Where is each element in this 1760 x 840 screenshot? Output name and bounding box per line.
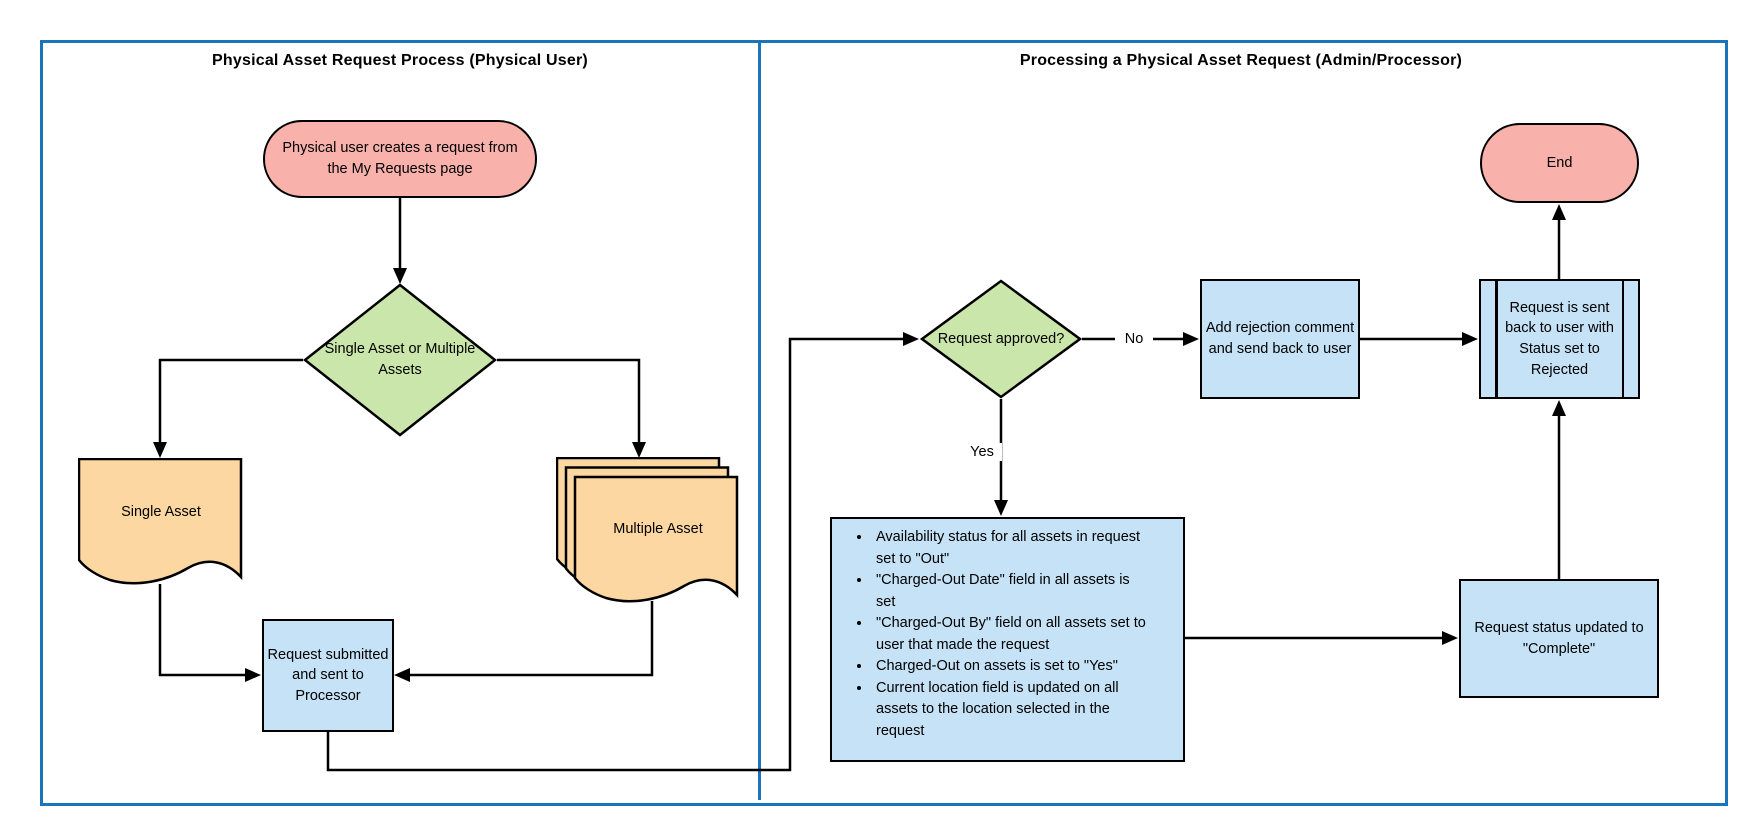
- approved-actions-process: Availability status for all assets in re…: [830, 517, 1185, 762]
- document-shape: [78, 458, 243, 585]
- predefined-right-bar: [1621, 281, 1624, 397]
- decision-diamond: [920, 279, 1082, 399]
- arrowhead: [245, 668, 261, 682]
- action-item: Current location field is updated on all…: [872, 678, 1153, 743]
- action-item: "Charged-Out Date" field in all assets i…: [872, 570, 1153, 613]
- swimlane-frame: [40, 40, 1728, 806]
- edge-decision-to-multiple: [497, 358, 641, 444]
- submit-process: Request submitted and sent to Processor: [262, 619, 394, 732]
- action-item: "Charged-Out By" field on all assets set…: [872, 613, 1153, 656]
- end-terminator: End: [1480, 123, 1639, 203]
- single-or-multiple-decision: [303, 283, 497, 437]
- action-item: Charged-Out on assets is set to "Yes": [872, 656, 1153, 678]
- single-asset-document: [78, 458, 243, 585]
- edge-multiple-to-submit: [409, 601, 654, 677]
- predefined-left-bar: [1495, 281, 1498, 397]
- yes-edge-label: Yes: [962, 443, 1002, 461]
- arrowhead: [632, 442, 646, 458]
- complete-process-label: Request status updated to "Complete": [1474, 619, 1644, 657]
- complete-process: Request status updated to "Complete": [1459, 579, 1659, 698]
- arrowhead: [1552, 400, 1566, 416]
- edge-single-to-submit: [158, 584, 246, 677]
- arrowhead: [1442, 631, 1458, 645]
- start-terminator: Physical user creates a request from the…: [263, 120, 537, 198]
- arrowhead: [153, 442, 167, 458]
- arrowhead: [1462, 332, 1478, 346]
- sent-back-label: Request is sent back to user with Status…: [1505, 299, 1614, 378]
- decision-diamond: [303, 283, 497, 437]
- arrowhead: [1183, 332, 1199, 346]
- request-approved-decision: [920, 279, 1082, 399]
- start-terminator-label: Physical user creates a request from the…: [282, 140, 518, 177]
- arrowhead: [393, 268, 407, 284]
- right-lane-title: Processing a Physical Asset Request (Adm…: [1019, 52, 1463, 69]
- end-terminator-label: End: [1546, 154, 1573, 171]
- left-lane-title: Physical Asset Request Process (Physical…: [212, 52, 588, 69]
- multiple-asset-document: [556, 457, 739, 603]
- swimlane-divider: [758, 40, 761, 800]
- approved-actions-list: Availability status for all assets in re…: [832, 527, 1183, 742]
- action-item: Availability status for all assets in re…: [872, 527, 1153, 570]
- arrowhead: [394, 668, 410, 682]
- reject-process-label: Add rejection comment and send back to u…: [1205, 320, 1355, 357]
- no-edge-label: No: [1115, 330, 1153, 348]
- submit-process-label: Request submitted and sent to Processor: [267, 646, 389, 704]
- document-shape-front: [573, 475, 739, 603]
- arrowhead: [994, 500, 1008, 516]
- arrowhead: [1552, 204, 1566, 220]
- sent-back-predefined-process: Request is sent back to user with Status…: [1479, 279, 1640, 399]
- edge-submit-to-approved: [326, 337, 904, 772]
- reject-process: Add rejection comment and send back to u…: [1200, 279, 1360, 399]
- arrowhead: [903, 332, 919, 346]
- edge-decision-to-single: [158, 358, 303, 444]
